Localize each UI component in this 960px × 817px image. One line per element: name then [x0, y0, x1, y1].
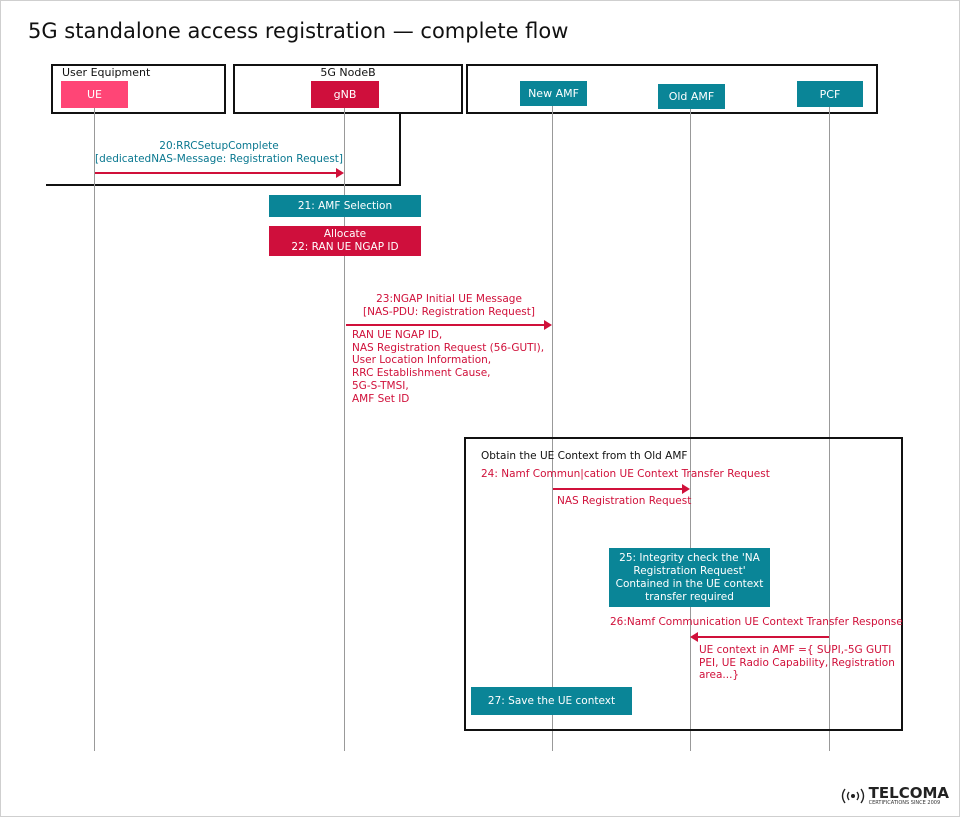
page-title: 5G standalone access registration — comp…: [28, 19, 569, 43]
context-frame-title: Obtain the UE Context from th Old AMF: [481, 450, 688, 462]
gnb-lifeline: [344, 108, 345, 751]
ue-node: UE: [61, 81, 128, 108]
step-24-arrow: [553, 484, 690, 494]
ue-group-frame: [51, 64, 226, 114]
step-23-arrow: [346, 320, 552, 330]
step-24-label: 24: Namf Commun|cation UE Context Transf…: [481, 468, 770, 480]
new-amf-lifeline: [552, 106, 553, 751]
step-20-label: 20:RRCSetupComplete: [159, 140, 279, 152]
step-21-box: 21: AMF Selection: [269, 195, 421, 217]
param: AMF Set ID: [352, 392, 410, 405]
param: User Location Information,: [352, 354, 492, 367]
step-20-arrow: [95, 168, 344, 178]
step-22-line2: 22: RAN UE NGAP ID: [291, 241, 399, 253]
step-25-line: Contained in the UE context: [615, 577, 764, 590]
context-line: area...}: [699, 669, 740, 682]
pcf-lifeline: [829, 107, 830, 751]
new-amf-node: New AMF: [520, 81, 587, 106]
core-group-frame: [466, 64, 878, 114]
ue-lifeline: [94, 108, 95, 751]
param: NAS Registration Request (56-GUTI),: [352, 341, 545, 354]
gnb-node: gNB: [311, 81, 379, 108]
step-24-sublabel: NAS Registration Request: [557, 495, 692, 507]
step-26-label: 26:Namf Communication UE Context Transfe…: [610, 616, 903, 628]
step-25-line: transfer required: [645, 590, 734, 603]
gnb-group-label: 5G NodeB: [320, 66, 376, 79]
step-26-sublabel: UE context in AMF ={ SUPI,-5G GUTI PEI, …: [699, 644, 895, 682]
step-23-label: 23:NGAP Initial UE Message: [376, 293, 522, 305]
context-line: PEI, UE Radio Capability, Registration: [699, 656, 895, 669]
step-25-line: Registration Request': [633, 564, 746, 577]
signal-icon: [841, 788, 864, 804]
old-amf-node: Old AMF: [658, 84, 725, 109]
step-20-sublabel: [dedicatedNAS-Message: Registration Requ…: [94, 153, 344, 165]
step-25-box: 25: Integrity check the 'NA Registration…: [609, 548, 770, 607]
step-26-arrow: [690, 632, 829, 642]
step-27-box: 27: Save the UE context: [471, 687, 632, 715]
step-22-box: Allocate 22: RAN UE NGAP ID: [269, 226, 421, 256]
step-25-line: 25: Integrity check the 'NA: [619, 551, 760, 564]
ue-group-label: User Equipment: [62, 66, 151, 79]
pcf-node: PCF: [797, 81, 863, 107]
param: 5G-S-TMSI,: [352, 379, 409, 392]
param: RAN UE NGAP ID,: [352, 329, 443, 341]
step-23-params: RAN UE NGAP ID, NAS Registration Request…: [352, 329, 544, 405]
context-line: UE context in AMF ={ SUPI,-5G GUTI: [699, 644, 892, 656]
rrc-bracket: [46, 112, 401, 186]
step-23-sublabel: [NAS-PDU: Registration Request]: [363, 306, 535, 318]
param: RRC Establishment Cause,: [352, 367, 491, 380]
step-22-line1: Allocate: [323, 228, 367, 240]
old-amf-lifeline: [690, 109, 691, 751]
context-transfer-frame: [464, 437, 903, 731]
telcoma-logo: TELCOMA CERTIFICATIONS SINCE 2009: [840, 786, 949, 806]
gnb-group-frame: [233, 64, 463, 114]
logo-tagline: CERTIFICATIONS SINCE 2009: [868, 800, 941, 806]
logo-name: TELCOMA: [868, 784, 949, 802]
